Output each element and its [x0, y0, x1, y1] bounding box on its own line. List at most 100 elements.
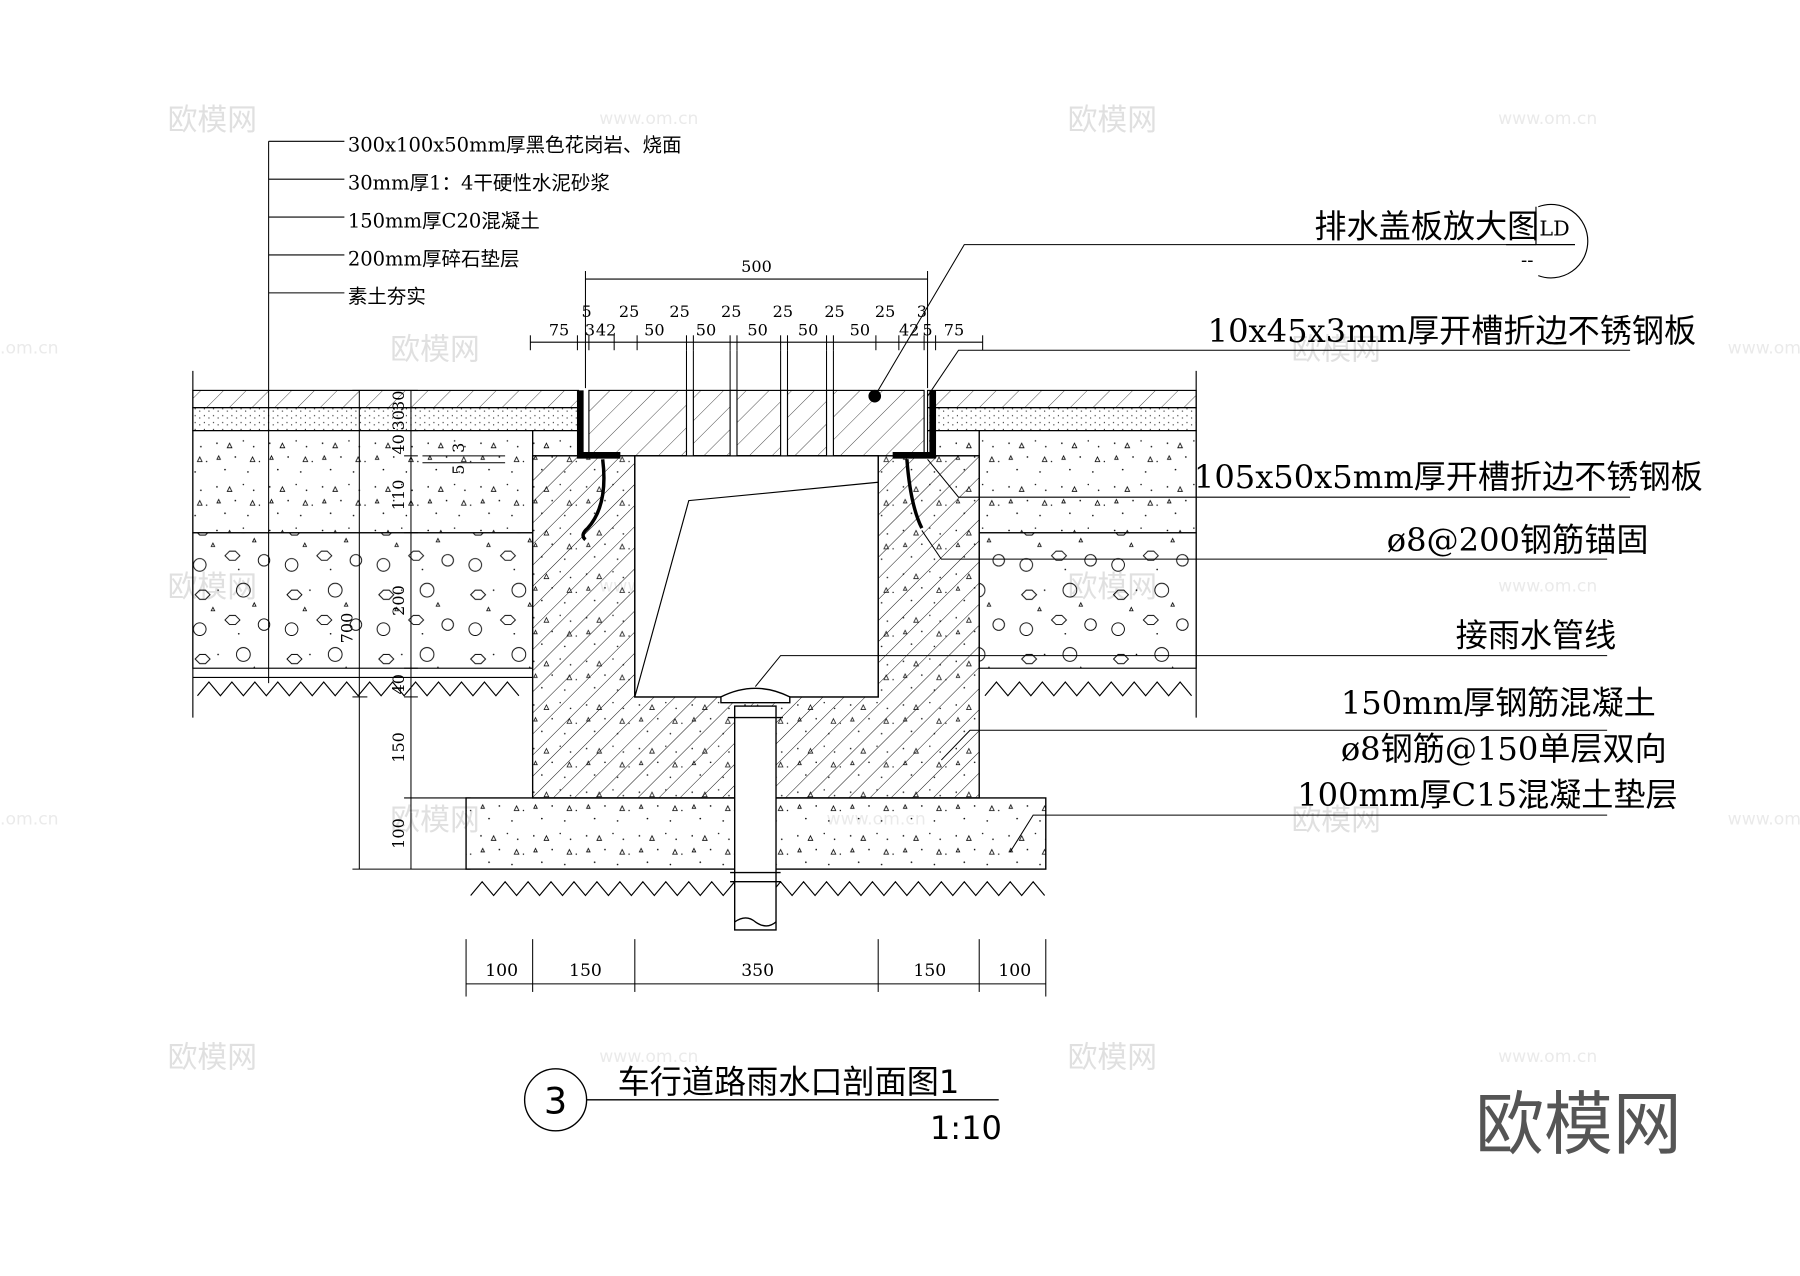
dim-bottom: 150: [569, 961, 602, 981]
dim-upper: 25: [773, 302, 793, 321]
layer-label: 300x100x50mm厚黑色花岗岩、烧面: [348, 134, 682, 157]
drawing-title: 3 车行道路雨水口剖面图1 1:10: [523, 1063, 1002, 1147]
pipe-cap: [720, 687, 791, 704]
dim-lower: 50: [850, 320, 870, 339]
rain-pipe: [720, 687, 791, 931]
grating-slot: [780, 389, 789, 457]
dim-lower: 42: [596, 320, 616, 339]
watermark-site: www.om.cn: [1498, 576, 1597, 596]
steel-angle-right: [892, 390, 937, 459]
layer-labels: 300x100x50mm厚黑色花岗岩、烧面 30mm厚1：4干硬性水泥砂浆 15…: [348, 134, 682, 309]
layer-label: 150mm厚C20混凝土: [348, 209, 540, 232]
dim-upper: 3: [917, 302, 927, 321]
dim-vertical: 40: [389, 434, 408, 454]
pipe-break: [734, 917, 777, 927]
dim-lower: 3: [585, 320, 595, 339]
title-number-circle: [523, 1068, 588, 1132]
pavement-right: [926, 370, 1197, 718]
dim-upper: 25: [619, 302, 639, 321]
watermark-edge: .om.cn: [0, 339, 59, 359]
watermark-brand: 欧模网: [390, 332, 479, 367]
watermark-site: www.om.cn: [1498, 109, 1597, 129]
callout-anchor-bar: ø8@200钢筋锚固: [1387, 521, 1649, 559]
callout-rain-pipe: 接雨水管线: [1456, 616, 1617, 654]
mortar-layer-left: [192, 407, 580, 432]
gravel-layer-left: [192, 532, 534, 669]
grating-slot: [685, 389, 694, 457]
watermark-site: www.om.cn: [599, 109, 698, 129]
gravel-layer-right: [978, 532, 1197, 669]
chamber-break-line: [634, 481, 879, 698]
watermark-site: www.om.cn: [599, 1047, 698, 1067]
callout-base-slab: 100mm厚C15混凝土垫层: [1297, 776, 1677, 814]
watermark-site: www.om.cn: [1728, 809, 1800, 829]
watermark-site: www.om.cn: [1498, 1047, 1597, 1067]
watermark-brand: 欧模网: [168, 103, 257, 138]
watermark-edge: .om.cn: [0, 809, 59, 829]
title-scale: 1:10: [930, 1109, 1002, 1147]
detail-ref-top: LD: [1539, 216, 1569, 240]
dim-vertical: 200: [389, 585, 408, 616]
dim-lower: 42: [899, 320, 919, 339]
anchor-bar-left: [581, 459, 606, 541]
concrete-layer-right: [978, 430, 1197, 534]
pipe-body: [734, 705, 777, 931]
grating-slot: [729, 389, 738, 457]
grating-cover: [576, 389, 937, 541]
top-dimension-text: 500 5 25 25 25 25 25 25 3 5 75 3 42 50 5…: [549, 257, 964, 339]
dim-lower: 75: [944, 320, 964, 339]
dim-bottom: 100: [998, 961, 1031, 981]
steel-angle-left: [576, 390, 621, 459]
anchor-bar-right: [905, 459, 924, 529]
detail-ref-bottom: --: [1521, 250, 1533, 271]
granite-layer-right: [926, 389, 1197, 409]
watermark-brand: 欧模网: [1291, 803, 1380, 838]
callout-labels: 排水盖板放大图 10x45x3mm厚开槽折边不锈钢板 105x50x5mm厚开槽…: [1194, 208, 1703, 814]
top-dimensions: [529, 271, 984, 391]
dim-upper: 25: [875, 302, 895, 321]
concrete-layer-left-edge: [532, 430, 580, 457]
dim-total-depth: 700: [337, 613, 356, 644]
mortar-layer-right: [926, 407, 1197, 432]
grating-body: [588, 389, 925, 457]
title-text: 车行道路雨水口剖面图1: [618, 1063, 960, 1101]
callout-leaders: [754, 244, 1631, 853]
dim-upper: 25: [669, 302, 689, 321]
dim-bottom: 150: [913, 961, 946, 981]
pavement-left: [192, 370, 580, 718]
dim-small: 5: [449, 465, 468, 475]
layer-label: 素土夯实: [348, 285, 426, 308]
dim-overall-width: 500: [741, 257, 772, 276]
brand-logo: 欧模网: [1475, 1085, 1682, 1165]
callout-steel-plate-thick: 105x50x5mm厚开槽折边不锈钢板: [1194, 458, 1703, 496]
watermark-brand: 欧模网: [390, 803, 479, 838]
dim-vertical: 150: [389, 732, 408, 763]
left-dimensions: [352, 389, 506, 870]
dim-lower: 50: [644, 320, 664, 339]
dim-upper: 5: [581, 302, 591, 321]
dim-bottom: 350: [741, 961, 774, 981]
callout-rc-wall: 150mm厚钢筋混凝土: [1341, 684, 1656, 722]
title-number: 3: [544, 1080, 567, 1123]
layer-label: 30mm厚1：4干硬性水泥砂浆: [348, 172, 610, 195]
detail-reference: LD --: [1506, 203, 1589, 279]
dim-vertical: 40: [389, 674, 408, 694]
dim-vertical: 110: [389, 480, 408, 511]
watermark-brand: 欧模网: [1068, 103, 1157, 138]
dim-lower: 50: [747, 320, 767, 339]
catch-basin-chamber: [634, 455, 879, 698]
bottom-dimensions: [465, 939, 1047, 997]
watermark-site: www.om.cn: [1728, 339, 1800, 359]
callout-rebar: ø8钢筋@150单层双向: [1341, 730, 1667, 768]
layer-label: 200mm厚碎石垫层: [348, 247, 520, 270]
watermark-brand: 欧模网: [1068, 1041, 1157, 1076]
dim-vertical: 100: [389, 818, 408, 849]
dim-lower: 75: [549, 320, 569, 339]
bottom-dimension-text: 100 150 350 150 100: [485, 961, 1031, 981]
dim-vertical: 30: [389, 410, 408, 430]
dim-vertical: 30: [389, 391, 408, 411]
left-dimension-text: 30 30 40 110 200 40 150 100 700 5 3: [337, 391, 467, 849]
granite-layer-left: [192, 389, 580, 409]
grating-slot: [825, 389, 834, 457]
